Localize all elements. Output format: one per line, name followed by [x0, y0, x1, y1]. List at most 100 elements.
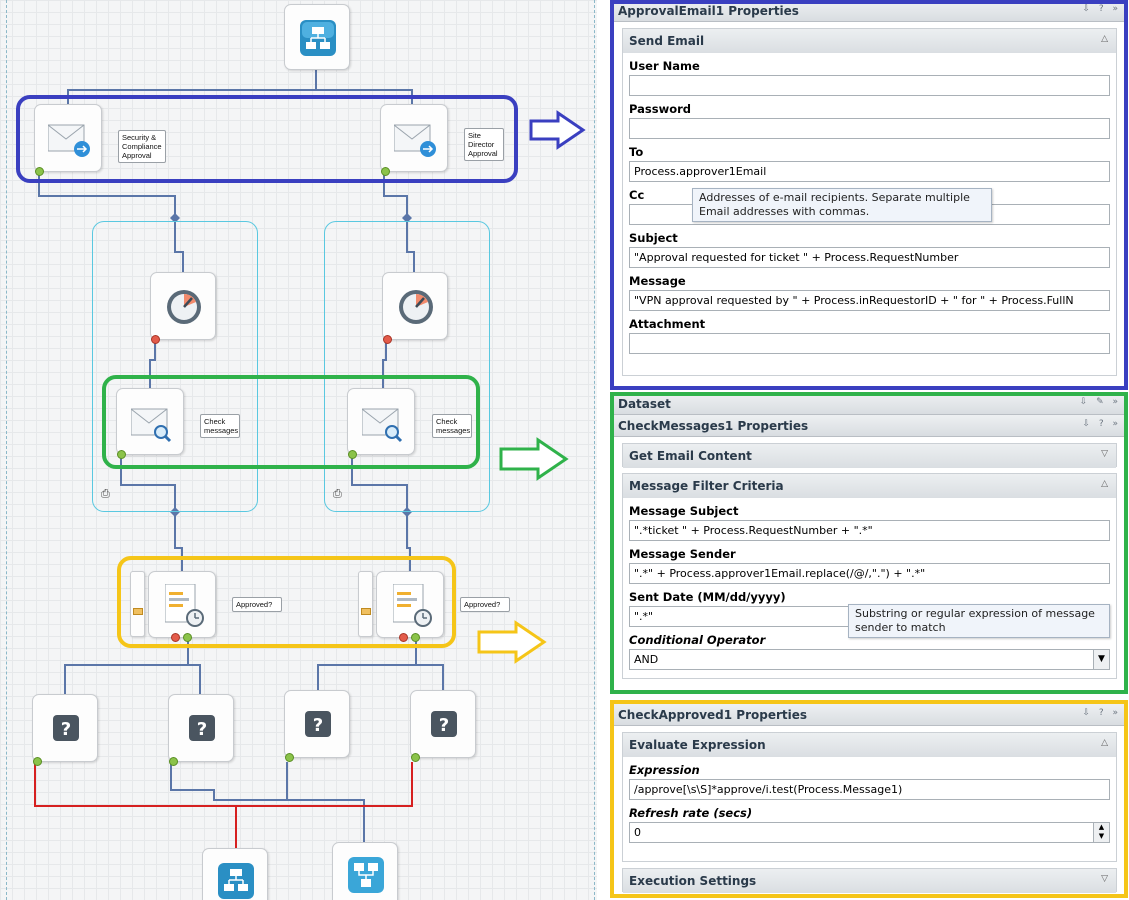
section-header[interactable]: Send Email △ [623, 29, 1116, 53]
to-label: To [623, 139, 1116, 160]
decision-node[interactable]: ? [32, 694, 98, 762]
success-port-icon[interactable] [169, 757, 178, 766]
question-mark-icon: ? [431, 711, 457, 737]
to-field[interactable]: Process.approver1Email [629, 161, 1110, 182]
highlight-yellow-box [117, 556, 456, 648]
refresh-rate-label: Refresh rate (secs) [623, 800, 1116, 821]
panel-title-text: CheckMessages1 Properties [618, 419, 808, 433]
subject-field[interactable]: "Approval requested for ticket " + Proce… [629, 247, 1110, 268]
panel-title: ApprovalEmail1 Properties ⇩ ? » [612, 0, 1127, 22]
expand-icon[interactable]: ▽ [1101, 449, 1108, 459]
workflow-canvas[interactable]: ⎙ ⎙ Security & Compliance Approval [0, 0, 597, 900]
password-field[interactable] [629, 118, 1110, 139]
evaluate-expression-section: Evaluate Expression △ Expression /approv… [622, 732, 1117, 862]
loop-icon: ⎙ [333, 487, 342, 501]
yellow-arrow-icon [476, 620, 550, 664]
svg-text:?: ? [197, 719, 207, 740]
timer-icon [397, 288, 435, 326]
stepper-value: 0 [634, 826, 641, 839]
panel-tools[interactable]: ⇩ ✎ » [1080, 397, 1121, 407]
timer-icon [165, 288, 203, 326]
message-sender-field[interactable]: ".*" + Process.approver1Email.replace(/@… [629, 563, 1110, 584]
message-label: Message [623, 268, 1116, 289]
error-port-icon[interactable] [383, 335, 392, 344]
section-title: Get Email Content [629, 449, 752, 463]
svg-text:?: ? [439, 715, 449, 736]
end-node[interactable] [202, 848, 268, 900]
check-messages-properties-panel: Dataset ⇩ ✎ » CheckMessages1 Properties … [612, 393, 1127, 693]
panel-title-text: ApprovalEmail1 Properties [618, 4, 799, 18]
select-value: AND [634, 653, 658, 666]
workflow-start-icon [300, 20, 336, 56]
subject-label: Subject [623, 225, 1116, 246]
stepper-down-icon[interactable]: ▼ [1094, 832, 1109, 841]
success-port-icon[interactable] [33, 757, 42, 766]
sent-date-field[interactable]: ".*" [629, 606, 849, 627]
start-node[interactable] [284, 4, 350, 70]
collapse-icon[interactable]: △ [1101, 738, 1108, 748]
timer-node[interactable] [150, 272, 216, 340]
success-port-icon[interactable] [411, 753, 420, 762]
message-sender-label: Message Sender [623, 541, 1116, 562]
sender-field-tooltip: Substring or regular expression of messa… [848, 604, 1110, 638]
attachment-field[interactable] [629, 333, 1110, 354]
refresh-rate-stepper[interactable]: 0 ▲▼ [629, 822, 1110, 843]
section-title: Message Filter Criteria [629, 479, 784, 493]
user-name-label: User Name [623, 53, 1116, 74]
decision-node[interactable]: ? [168, 694, 234, 762]
decision-node[interactable]: ? [284, 690, 350, 758]
panel-tools[interactable]: ⇩ ? » [1082, 419, 1121, 429]
dataset-header: Dataset ⇩ ✎ » [612, 393, 1127, 415]
loop-icon: ⎙ [101, 487, 110, 501]
attachment-label: Attachment [623, 311, 1116, 332]
error-port-icon[interactable] [151, 335, 160, 344]
question-mark-icon: ? [189, 715, 215, 741]
subprocess-icon [348, 857, 384, 893]
message-field[interactable]: "VPN approval requested by " + Process.i… [629, 290, 1110, 311]
timer-node[interactable] [382, 272, 448, 340]
section-title: Send Email [629, 34, 704, 48]
sent-date-label: Sent Date (MM/dd/yyyy) [623, 584, 1116, 605]
dropdown-arrow-icon[interactable]: ▼ [1093, 650, 1109, 669]
section-header[interactable]: Execution Settings ▽ [623, 869, 1116, 893]
conditional-operator-select[interactable]: AND ▼ [629, 649, 1110, 670]
password-label: Password [623, 96, 1116, 117]
get-email-content-section: Get Email Content ▽ [622, 443, 1117, 467]
approval-email-properties-panel: ApprovalEmail1 Properties ⇩ ? » Send Ema… [612, 0, 1127, 390]
message-subject-label: Message Subject [623, 498, 1116, 519]
message-filter-section: Message Filter Criteria △ Message Subjec… [622, 473, 1117, 679]
question-mark-icon: ? [305, 711, 331, 737]
workflow-end-icon [218, 863, 254, 899]
check-approved-properties-panel: CheckApproved1 Properties ⇩ ? » Evaluate… [612, 704, 1127, 900]
panel-title: CheckMessages1 Properties ⇩ ? » [612, 415, 1127, 437]
success-port-icon[interactable] [285, 753, 294, 762]
panel-tools[interactable]: ⇩ ? » [1082, 4, 1121, 14]
highlight-blue-box [16, 95, 518, 183]
section-header[interactable]: Message Filter Criteria △ [623, 474, 1116, 498]
section-header[interactable]: Get Email Content ▽ [623, 444, 1116, 468]
section-title: Evaluate Expression [629, 738, 766, 752]
section-header[interactable]: Evaluate Expression △ [623, 733, 1116, 757]
user-name-field[interactable] [629, 75, 1110, 96]
execution-settings-section: Execution Settings ▽ [622, 868, 1117, 892]
stepper-buttons[interactable]: ▲▼ [1093, 823, 1109, 842]
section-title: Execution Settings [629, 874, 756, 888]
stepper-up-icon[interactable]: ▲ [1094, 823, 1109, 832]
question-mark-icon: ? [53, 715, 79, 741]
collapse-icon[interactable]: △ [1101, 34, 1108, 44]
node-label: Approved? [460, 597, 510, 612]
panel-title-text: CheckApproved1 Properties [618, 708, 807, 722]
panel-title: CheckApproved1 Properties ⇩ ? » [612, 704, 1127, 726]
panel-tools[interactable]: ⇩ ? » [1082, 708, 1121, 718]
highlight-green-box [102, 375, 480, 469]
message-subject-field[interactable]: ".*ticket " + Process.RequestNumber + ".… [629, 520, 1110, 541]
decision-node[interactable]: ? [410, 690, 476, 758]
collapse-icon[interactable]: △ [1101, 479, 1108, 489]
svg-text:?: ? [61, 719, 71, 740]
expand-icon[interactable]: ▽ [1101, 874, 1108, 884]
to-field-tooltip: Addresses of e-mail recipients. Separate… [692, 188, 992, 222]
svg-text:?: ? [313, 715, 323, 736]
subprocess-node[interactable] [332, 842, 398, 900]
expression-field[interactable]: /approve[\s\S]*approve/i.test(Process.Me… [629, 779, 1110, 800]
expression-label: Expression [623, 757, 1116, 778]
